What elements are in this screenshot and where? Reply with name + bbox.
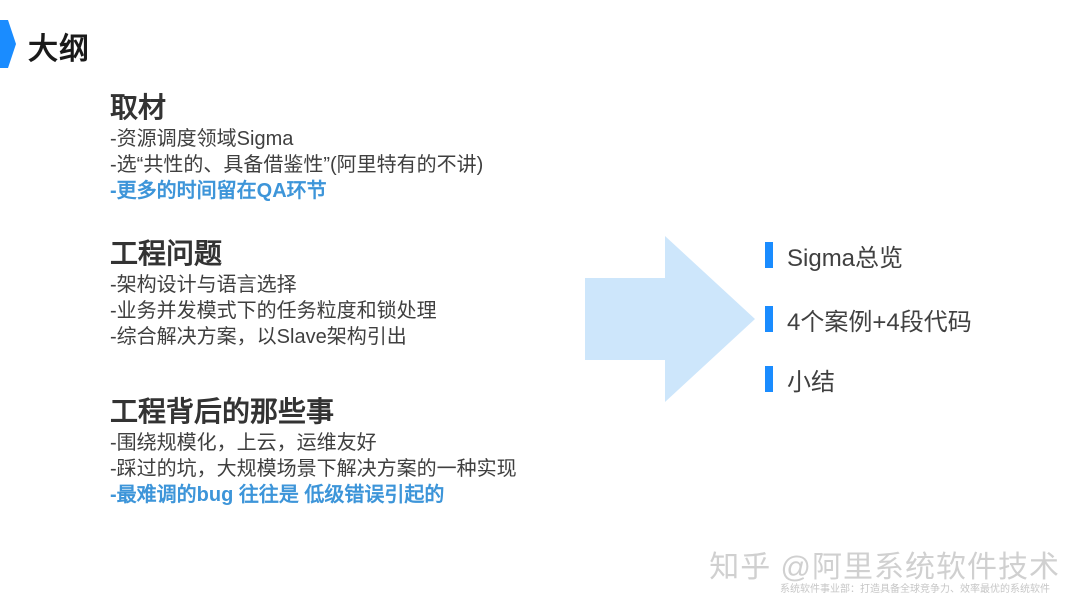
agenda-item: 4个案例+4段代码	[765, 304, 972, 336]
bullet-item: -围绕规模化，上云，运维友好	[110, 432, 377, 454]
section-heading: 取材	[110, 92, 167, 123]
section-engineering: 工程问题 -架构设计与语言选择 -业务并发模式下的任务粒度和锁处理 -综合解决方…	[110, 236, 437, 350]
bullet-item: -综合解决方案，以Slave架构引出	[110, 326, 407, 348]
watermark-subtitle: 系统软件事业部：打造具备全球竞争力、效率最优的系统软件	[780, 584, 1050, 595]
section-heading: 工程背后的那些事	[110, 396, 335, 427]
bullet-item: -资源调度领域Sigma	[110, 128, 294, 150]
slide-title: 大纲	[28, 33, 90, 66]
agenda-item: 小结	[765, 364, 835, 396]
right-arrow-icon	[585, 236, 755, 402]
bullet-item-highlight: -最难调的bug 往往是 低级错误引起的	[110, 484, 445, 506]
watermark: 知乎 @阿里系统软件技术	[709, 551, 1060, 584]
agenda-item-label: 4个案例+4段代码	[787, 308, 972, 336]
agenda-marker	[765, 242, 773, 268]
agenda-item: Sigma总览	[765, 240, 904, 272]
title-accent-chevron	[0, 20, 16, 68]
agenda-item-label: 小结	[787, 368, 835, 396]
section-behind-the-scenes: 工程背后的那些事 -围绕规模化，上云，运维友好 -踩过的坑，大规模场景下解决方案…	[110, 394, 517, 508]
agenda-marker	[765, 366, 773, 392]
section-material: 取材 -资源调度领域Sigma -选“共性的、具备借鉴性”(阿里特有的不讲) -…	[110, 90, 483, 204]
agenda-item-label: Sigma总览	[787, 244, 904, 272]
section-heading: 工程问题	[110, 238, 223, 269]
bullet-item: -选“共性的、具备借鉴性”(阿里特有的不讲)	[110, 154, 484, 176]
bullet-item: -架构设计与语言选择	[110, 274, 297, 296]
agenda-marker	[765, 306, 773, 332]
bullet-item-highlight: -更多的时间留在QA环节	[110, 180, 327, 202]
bullet-item: -业务并发模式下的任务粒度和锁处理	[110, 300, 437, 322]
bullet-item: -踩过的坑，大规模场景下解决方案的一种实现	[110, 458, 517, 480]
